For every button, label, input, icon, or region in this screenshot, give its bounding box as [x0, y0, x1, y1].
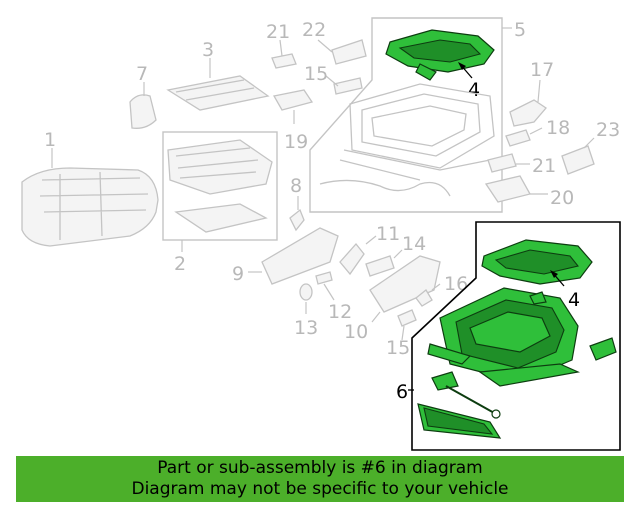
callout-19: 19 — [284, 131, 308, 153]
callout-9: 9 — [232, 263, 244, 285]
part-10-side-cover[interactable] — [369, 255, 441, 313]
arrow-4b — [550, 270, 558, 278]
callout-18: 18 — [546, 117, 570, 139]
part-14-switch[interactable] — [365, 255, 395, 277]
callout-5: 5 — [514, 19, 526, 41]
part-18-clip[interactable] — [505, 129, 531, 147]
part-19-switch[interactable] — [272, 89, 314, 111]
notice-banner: Part or sub-assembly is #6 in diagram Di… — [16, 456, 624, 502]
part-4-upper-track[interactable] — [481, 239, 593, 285]
part-13-cap[interactable] — [299, 283, 313, 301]
callout-20: 20 — [550, 187, 574, 209]
leader-23 — [583, 137, 595, 149]
part-23-cover[interactable] — [561, 145, 595, 175]
callout-11: 11 — [376, 223, 400, 245]
banner-line-2: Diagram may not be specific to your vehi… — [131, 479, 509, 499]
leader-17 — [537, 79, 541, 103]
group-box-2 — [162, 131, 278, 241]
part-12-screw[interactable] — [315, 271, 333, 285]
callout-4a: 4 — [468, 79, 480, 101]
callout-21a: 21 — [266, 21, 290, 43]
arrow-4a — [458, 62, 466, 70]
part-15-trim-top[interactable] — [333, 77, 363, 95]
part-8-bolt[interactable] — [289, 208, 305, 232]
part-6-seat-track-assembly[interactable] — [417, 287, 617, 439]
part-4-upper-track-top[interactable] — [385, 29, 495, 81]
callout-15a: 15 — [304, 63, 328, 85]
callout-2: 2 — [174, 253, 186, 275]
callout-13: 13 — [294, 317, 318, 339]
callout-22: 22 — [302, 19, 326, 41]
cable — [319, 179, 451, 197]
callout-3: 3 — [202, 39, 214, 61]
callout-1: 1 — [44, 129, 56, 151]
leader-16 — [431, 283, 441, 291]
part-16-clip[interactable] — [415, 289, 433, 307]
parts-diagram: 1 2 3 7 19 21 22 15 5 — [21, 17, 621, 451]
part-9-side-shield[interactable] — [261, 227, 339, 285]
callout-4b: 4 — [568, 289, 580, 311]
part-5-seat-track[interactable] — [339, 83, 495, 181]
leader-15b — [401, 325, 405, 341]
callout-7: 7 — [136, 63, 148, 85]
callout-8: 8 — [290, 175, 302, 197]
leader-14 — [393, 249, 403, 259]
callout-6: 6 — [396, 381, 408, 403]
callout-14: 14 — [402, 233, 426, 255]
part-21-clip-top[interactable] — [271, 53, 297, 69]
group-box-6 — [411, 221, 621, 451]
part-1-seat-cushion[interactable] — [21, 167, 159, 247]
callout-16: 16 — [444, 273, 468, 295]
leader-18 — [529, 127, 543, 135]
callout-10: 10 — [344, 321, 368, 343]
leader-11 — [365, 235, 377, 245]
part-22-bracket[interactable] — [331, 39, 367, 65]
group-box-5 — [309, 17, 503, 213]
part-11-knob[interactable] — [339, 242, 365, 276]
callout-12: 12 — [328, 301, 352, 323]
part-17-bracket[interactable] — [509, 99, 547, 127]
part-7-cover[interactable] — [129, 94, 157, 129]
banner-line-1: Part or sub-assembly is #6 in diagram — [157, 458, 483, 478]
callout-21b: 21 — [532, 155, 556, 177]
leader-22 — [317, 39, 333, 53]
leader-12 — [323, 283, 335, 301]
callout-17: 17 — [530, 59, 554, 81]
part-20-cover[interactable] — [484, 175, 531, 203]
part-15-trim-bottom[interactable] — [397, 309, 417, 327]
part-3-seat-pad[interactable] — [166, 75, 270, 111]
part-2-cushion-frame[interactable] — [167, 139, 273, 233]
leader-10 — [371, 311, 381, 323]
leader-21a — [279, 39, 283, 57]
callout-23: 23 — [596, 119, 620, 141]
part-21-clip-right[interactable] — [487, 153, 517, 173]
leader-15a — [325, 75, 339, 87]
callout-15b: 15 — [386, 337, 410, 359]
